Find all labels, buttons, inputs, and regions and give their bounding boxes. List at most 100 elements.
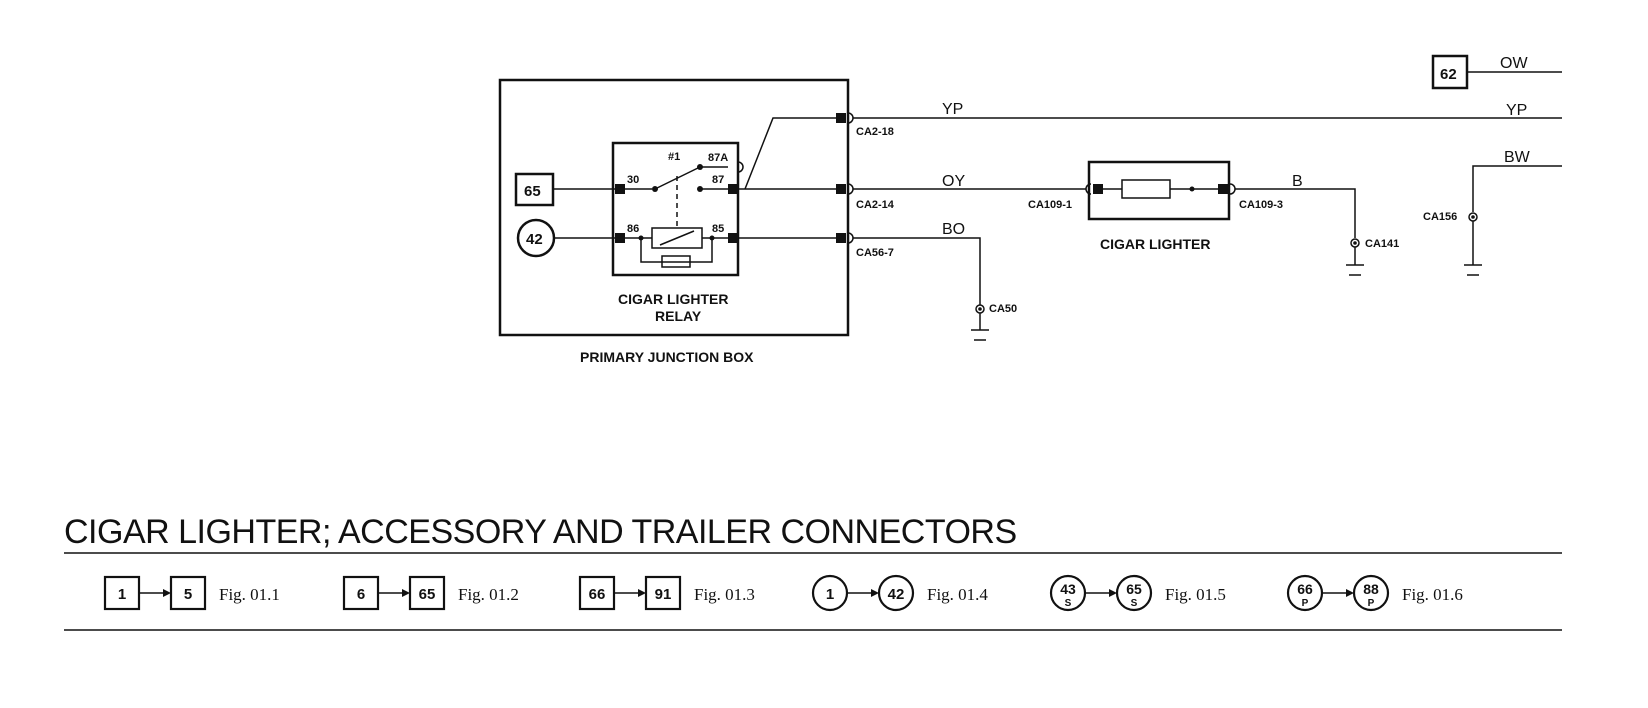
legend-from-ref: 6 (342, 575, 380, 611)
pin-30-label: 30 (627, 174, 639, 186)
wire-oy-label: OY (942, 173, 965, 190)
ca50-label: CA50 (989, 303, 1017, 315)
coil-diagonal (659, 230, 695, 246)
ca2-14-label: CA2-14 (856, 199, 895, 211)
svg-text:S: S (1131, 598, 1138, 609)
svg-text:1: 1 (826, 586, 834, 603)
pin-86-label: 86 (627, 223, 639, 235)
legend-fig-label: Fig. 01.3 (694, 585, 755, 604)
terminal-87 (728, 184, 738, 194)
legend-arrowhead (402, 589, 410, 597)
wire-87a-to-ca2-18 (744, 117, 836, 190)
pin-1-label: #1 (668, 151, 680, 163)
legend-arrowhead (1109, 589, 1117, 597)
ground-ca141-dot (1353, 241, 1357, 245)
wire-bo-label: BO (942, 221, 965, 238)
ca109-3-socket (1229, 183, 1236, 195)
svg-text:43: 43 (1060, 581, 1076, 597)
wire-bw (1472, 165, 1562, 212)
wire-bo (853, 237, 981, 305)
legend-to-ref: 91 (644, 575, 682, 611)
terminal-85 (728, 233, 738, 243)
legend-from-ref: 43S (1049, 574, 1087, 612)
svg-text:66: 66 (589, 586, 606, 603)
ref-circle-42-label: 42 (526, 231, 543, 248)
svg-text:5: 5 (184, 586, 192, 603)
connector-ca56-7 (836, 233, 846, 243)
relay-label-line2: RELAY (655, 308, 702, 324)
legend-arrowhead (163, 589, 171, 597)
legend-to-ref: 5 (169, 575, 207, 611)
connector-ca56-7-socket (847, 232, 854, 244)
lighter-node (1189, 186, 1195, 192)
legend-from-ref: 66P (1286, 574, 1324, 612)
svg-text:65: 65 (419, 586, 436, 603)
legend-from-ref: 1 (103, 575, 141, 611)
terminal-87a-open (737, 161, 744, 173)
legend-to-ref: 88P (1352, 574, 1390, 612)
ref-box-65-label: 65 (524, 183, 541, 200)
legend-item: 1 5 Fig. 01.1 (103, 575, 280, 611)
svg-text:66: 66 (1297, 581, 1313, 597)
legend-fig-label: Fig. 01.2 (458, 585, 519, 604)
page-title: CIGAR LIGHTER; ACCESSORY AND TRAILER CON… (64, 513, 1017, 551)
pin-87a-label: 87A (708, 152, 728, 164)
ground-ca50-dot (978, 307, 982, 311)
legend-item: 66 91 Fig. 01.3 (578, 575, 755, 611)
legend-to-ref: 65S (1115, 574, 1153, 612)
connector-ca2-14 (836, 184, 846, 194)
svg-text:91: 91 (655, 586, 672, 603)
legend-from-ref: 66 (578, 575, 616, 611)
legend-arrowhead (871, 589, 879, 597)
legend-item: 6 65 Fig. 01.2 (342, 575, 519, 611)
connector-ca2-18-socket (847, 112, 854, 124)
legend-arrowhead (1346, 589, 1354, 597)
relay-label-line1: CIGAR LIGHTER (618, 291, 728, 307)
wire-bw-label: BW (1504, 149, 1531, 166)
legend-fig-label: Fig. 01.1 (219, 585, 280, 604)
ca109-1-socket (1085, 183, 1092, 195)
ca109-1-label: CA109-1 (1028, 199, 1072, 211)
connector-ca109-3 (1218, 184, 1228, 194)
connector-ca2-14-socket (847, 183, 854, 195)
legend-from-ref: 1 (811, 574, 849, 612)
svg-text:6: 6 (357, 586, 365, 603)
ca141-label: CA141 (1365, 238, 1399, 250)
legend-to-ref: 65 (408, 575, 446, 611)
wire-yp-right-label: YP (1506, 102, 1527, 119)
legend-fig-label: Fig. 01.5 (1165, 585, 1226, 604)
connector-ca109-1 (1093, 184, 1103, 194)
svg-text:42: 42 (888, 586, 905, 603)
ca2-18-label: CA2-18 (856, 126, 894, 138)
connector-ca2-18 (836, 113, 846, 123)
figure-legend: 1 5 Fig. 01.1 6 65 Fig. 01.2 66 91 Fig. 01.3 1 42 F… (103, 574, 1463, 612)
wire-b (1235, 188, 1356, 238)
coil-resistor-loop (640, 238, 713, 263)
cigar-lighter-label: CIGAR LIGHTER (1100, 236, 1210, 252)
cigar-lighter-box (1087, 160, 1231, 221)
svg-text:P: P (1368, 598, 1375, 609)
terminal-30 (615, 184, 625, 194)
pin-85-label: 85 (712, 223, 724, 235)
lighter-element (1121, 179, 1171, 199)
cigar-lighter-relay-box (611, 141, 740, 277)
legend-arrowhead (638, 589, 646, 597)
ca156-label: CA156 (1423, 211, 1457, 223)
ca109-3-label: CA109-3 (1239, 199, 1283, 211)
wire-yp-label: YP (942, 101, 963, 118)
svg-text:P: P (1302, 598, 1309, 609)
legend-fig-label: Fig. 01.4 (927, 585, 988, 604)
legend-fig-label: Fig. 01.6 (1402, 585, 1463, 604)
legend-item: 1 42 Fig. 01.4 (811, 574, 988, 612)
ground-ca156-dot (1471, 215, 1475, 219)
junction-box-label: PRIMARY JUNCTION BOX (580, 349, 754, 365)
svg-text:1: 1 (118, 586, 126, 603)
wire-b-label: B (1292, 173, 1303, 190)
svg-text:65: 65 (1126, 581, 1142, 597)
svg-text:S: S (1065, 598, 1072, 609)
coil-resistor (661, 255, 691, 268)
pin-87-label: 87 (712, 174, 724, 186)
legend-to-ref: 42 (877, 574, 915, 612)
